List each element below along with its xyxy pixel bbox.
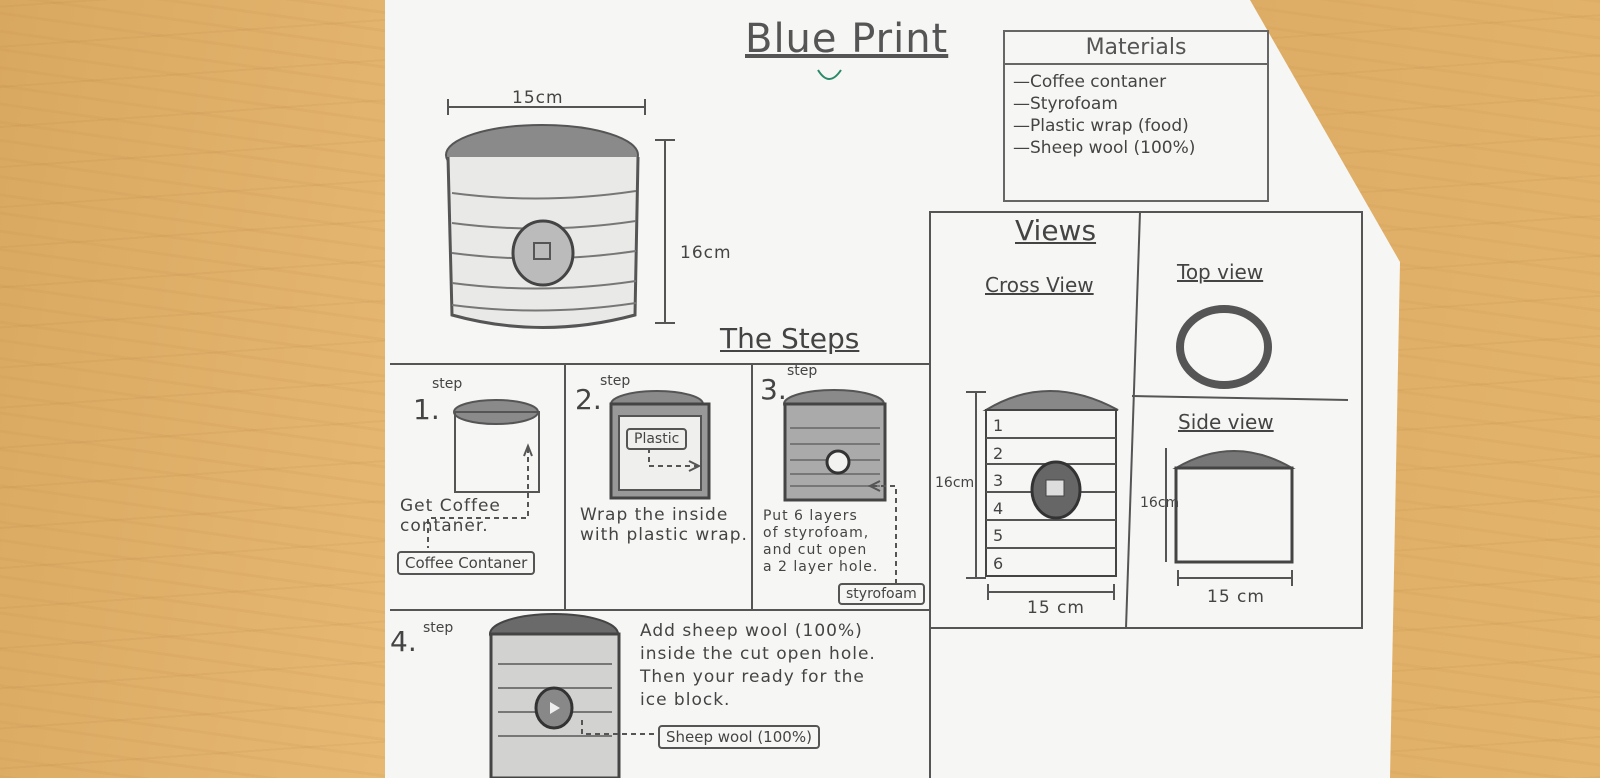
views-frame bbox=[929, 211, 1363, 629]
smile-mark bbox=[817, 69, 842, 80]
step3-tag: styrofoam bbox=[838, 583, 925, 605]
step3-word: step bbox=[787, 363, 818, 379]
layer-number: 6 bbox=[993, 553, 1004, 573]
steps-heading: The Steps bbox=[720, 322, 860, 355]
side-view-height-label: 16cm bbox=[1140, 495, 1180, 511]
step3-text: Put 6 layers of styrofoam, and cut open … bbox=[763, 508, 879, 575]
cross-view-layers: 1 2 3 4 5 6 bbox=[993, 412, 1003, 577]
step1-tag: Coffee Contaner bbox=[397, 551, 536, 575]
material-item: —Sheep wool (100%) bbox=[1013, 138, 1196, 158]
main-width-label: 15cm bbox=[512, 88, 564, 108]
layer-number: 4 bbox=[993, 498, 1004, 518]
page-title: Blue Print bbox=[745, 16, 949, 62]
materials-heading: Materials bbox=[1005, 32, 1267, 65]
step4-text: Add sheep wool (100%) inside the cut ope… bbox=[640, 621, 876, 710]
layer-number: 3 bbox=[993, 471, 1004, 490]
materials-box: Materials —Coffee contaner —Styrofoam —P… bbox=[1003, 30, 1269, 202]
top-view-drawing bbox=[1176, 305, 1272, 389]
step1-text: Get Coffee contaner. bbox=[400, 496, 501, 536]
side-view-label: Side view bbox=[1178, 410, 1274, 434]
cross-view-label: Cross View bbox=[985, 273, 1094, 297]
step1-number: 1. bbox=[413, 393, 440, 426]
side-view-drawing bbox=[1165, 448, 1296, 586]
cross-view-width-label: 15 cm bbox=[1027, 598, 1085, 618]
step4-number: 4. bbox=[390, 625, 417, 658]
material-item: —Styrofoam bbox=[1013, 94, 1118, 114]
main-height-label: 16cm bbox=[680, 243, 732, 263]
step3-number: 3. bbox=[760, 373, 787, 406]
step2-tag: Plastic bbox=[626, 428, 688, 450]
step4-drawing bbox=[489, 613, 656, 778]
step4-tag: Sheep wool (100%) bbox=[658, 725, 820, 749]
step2-number: 2. bbox=[575, 383, 602, 416]
materials-list: —Coffee contaner —Styrofoam —Plastic wra… bbox=[1005, 65, 1267, 165]
material-item: —Plastic wrap (food) bbox=[1013, 116, 1189, 136]
cross-view-drawing bbox=[966, 390, 1119, 600]
layer-number: 1 bbox=[993, 416, 1004, 435]
step2-text: Wrap the inside with plastic wrap. bbox=[580, 505, 748, 545]
step3-drawing bbox=[783, 389, 897, 584]
layer-number: 5 bbox=[993, 526, 1004, 545]
step1-drawing bbox=[427, 399, 540, 548]
step2-word: step bbox=[600, 373, 631, 389]
side-view-width-label: 15 cm bbox=[1207, 587, 1265, 607]
layer-number: 2 bbox=[993, 443, 1004, 463]
main-container-drawing bbox=[445, 99, 675, 329]
material-item: —Coffee contaner bbox=[1013, 72, 1167, 92]
views-heading: Views bbox=[1015, 214, 1097, 247]
step1-word: step bbox=[432, 376, 463, 392]
top-view-label: Top view bbox=[1177, 260, 1264, 284]
step4-word: step bbox=[423, 620, 454, 636]
cross-view-height-label: 16cm bbox=[935, 475, 975, 491]
